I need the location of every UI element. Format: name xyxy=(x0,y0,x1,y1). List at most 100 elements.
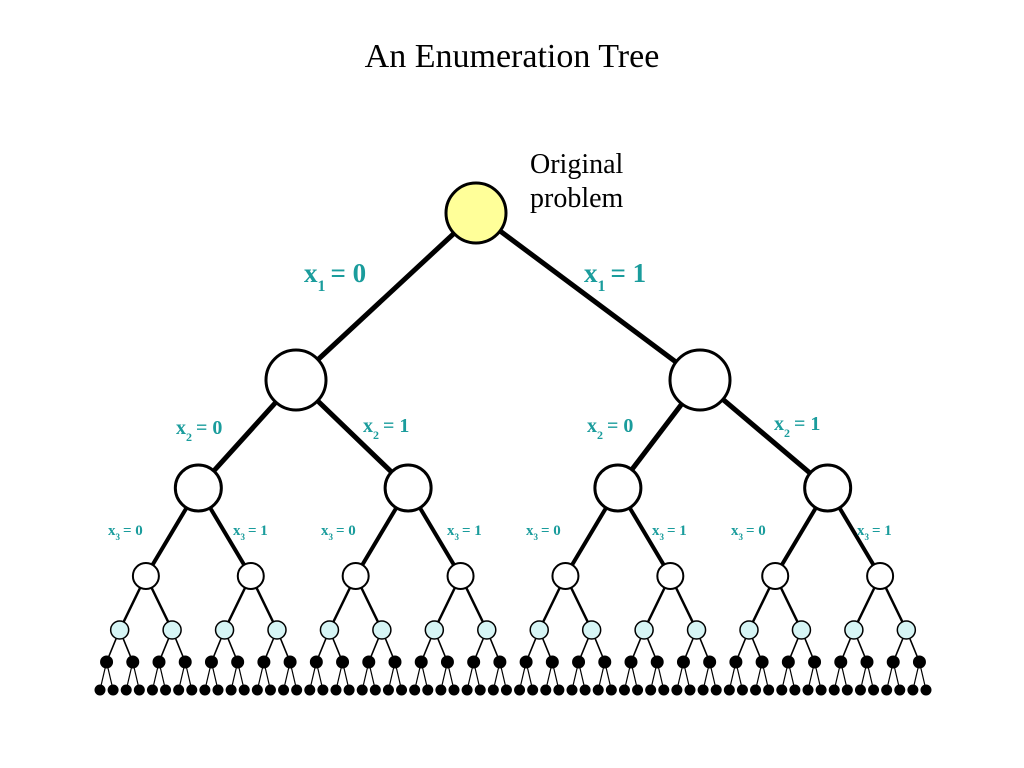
tree-node-d6-43 xyxy=(658,684,670,696)
branch-label-x3-0-0: x3= 0 xyxy=(108,523,143,542)
tree-node-d6-40 xyxy=(618,684,630,696)
tree-node-d4-9 xyxy=(581,620,602,640)
tree-node-d6-48 xyxy=(723,684,735,696)
tree-nodes xyxy=(94,181,932,696)
tree-node-d2-1 xyxy=(383,463,433,513)
tree-node-d6-29 xyxy=(474,684,486,696)
branch-label-x3-1-7: x3= 1 xyxy=(857,523,892,542)
tree-node-d5-12 xyxy=(414,655,428,669)
tree-node-d6-33 xyxy=(527,684,539,696)
tree-node-d6-63 xyxy=(920,684,932,696)
tree-node-d6-16 xyxy=(304,684,316,696)
tree-node-d3-4 xyxy=(551,562,580,590)
tree-node-d3-0 xyxy=(131,562,160,590)
tree-node-d5-20 xyxy=(624,655,638,669)
tree-node-d5-9 xyxy=(336,655,350,669)
tree-edges xyxy=(99,210,927,691)
tree-node-d6-36 xyxy=(566,684,578,696)
tree-node-d6-47 xyxy=(710,684,722,696)
tree-node-d4-7 xyxy=(477,620,497,640)
tree-edge-d0-0-0 xyxy=(294,211,478,382)
tree-node-d4-14 xyxy=(844,620,864,640)
tree-node-d4-13 xyxy=(791,620,812,640)
tree-node-d6-20 xyxy=(356,684,368,696)
tree-node-d3-6 xyxy=(761,562,790,590)
tree-node-d5-4 xyxy=(204,655,218,669)
tree-node-d3-7 xyxy=(866,562,895,590)
tree-node-d6-52 xyxy=(776,684,788,696)
tree-node-d4-5 xyxy=(372,620,392,640)
tree-node-d2-2 xyxy=(593,463,643,513)
tree-node-d5-18 xyxy=(572,655,586,669)
tree-node-d5-23 xyxy=(703,655,717,669)
branch-label-x2-1-3: x2= 1 xyxy=(774,413,820,440)
tree-node-d5-0 xyxy=(100,655,114,669)
tree-node-d3-3 xyxy=(446,562,475,590)
tree-node-d6-17 xyxy=(317,684,329,696)
diagram-title: An Enumeration Tree xyxy=(364,38,660,75)
tree-node-d6-59 xyxy=(868,684,880,696)
tree-node-d1-0 xyxy=(264,348,328,412)
tree-node-d5-28 xyxy=(834,655,848,669)
tree-node-d2-0 xyxy=(173,463,223,513)
root-node-label-line-2: problem xyxy=(530,183,624,214)
branch-label-x2-0-2: x2= 0 xyxy=(587,415,633,442)
tree-node-d6-54 xyxy=(802,684,814,696)
tree-node-d6-25 xyxy=(422,684,434,696)
tree-node-d6-0 xyxy=(94,684,106,696)
tree-node-d3-2 xyxy=(341,562,370,590)
tree-node-d6-23 xyxy=(396,684,408,696)
tree-node-d5-30 xyxy=(886,655,900,669)
branch-label-x3-0-6: x3= 0 xyxy=(731,523,766,542)
tree-node-d5-27 xyxy=(808,655,822,669)
tree-node-d6-27 xyxy=(448,684,460,696)
tree-node-d5-25 xyxy=(755,655,769,669)
tree-node-d4-0 xyxy=(109,620,130,640)
tree-node-d6-24 xyxy=(409,684,421,696)
tree-node-d6-13 xyxy=(264,684,276,696)
tree-node-d6-46 xyxy=(697,684,709,696)
tree-node-d5-22 xyxy=(676,655,690,669)
tree-node-d3-1 xyxy=(236,562,265,590)
tree-node-d6-39 xyxy=(605,684,617,696)
tree-node-d6-41 xyxy=(632,684,644,696)
tree-node-d5-3 xyxy=(178,655,192,669)
tree-node-d6-4 xyxy=(146,684,158,696)
tree-node-d5-5 xyxy=(231,655,245,669)
branch-label-x2-0-0: x2= 0 xyxy=(176,417,222,444)
tree-node-d6-26 xyxy=(435,684,447,696)
branch-label-x3-1-3: x3= 1 xyxy=(447,523,482,542)
tree-node-d5-10 xyxy=(362,655,376,669)
tree-node-d4-10 xyxy=(634,620,654,640)
tree-node-d5-6 xyxy=(257,655,271,669)
tree-node-d6-57 xyxy=(841,684,853,696)
tree-node-d5-19 xyxy=(598,655,612,669)
tree-node-d4-1 xyxy=(162,620,182,640)
root-node-label-line-1: Original xyxy=(530,149,624,180)
tree-node-d6-55 xyxy=(815,684,827,696)
tree-node-d6-35 xyxy=(553,684,565,696)
tree-node-d5-15 xyxy=(493,655,507,669)
tree-node-d6-60 xyxy=(881,684,893,696)
tree-node-d6-31 xyxy=(500,684,512,696)
tree-node-d6-8 xyxy=(199,684,211,696)
tree-node-d5-8 xyxy=(309,655,323,669)
branch-label-x3-1-5: x3= 1 xyxy=(652,523,687,542)
tree-node-d5-13 xyxy=(440,655,454,669)
tree-node-d6-7 xyxy=(186,684,198,696)
branch-label-x1-0: x1= 0 xyxy=(304,258,366,295)
tree-node-d6-3 xyxy=(133,684,145,696)
tree-node-d6-14 xyxy=(278,684,290,696)
tree-node-d6-22 xyxy=(382,684,394,696)
tree-node-d6-44 xyxy=(671,684,683,696)
root-node-label: Original problem xyxy=(530,148,623,216)
tree-node-d6-19 xyxy=(343,684,355,696)
tree-node-d5-14 xyxy=(467,655,481,669)
branch-label-x3-0-4: x3= 0 xyxy=(526,523,561,542)
tree-node-d6-12 xyxy=(251,684,263,696)
tree-node-d6-56 xyxy=(828,684,840,696)
tree-node-d6-2 xyxy=(120,684,132,696)
tree-node-d6-11 xyxy=(238,684,250,696)
